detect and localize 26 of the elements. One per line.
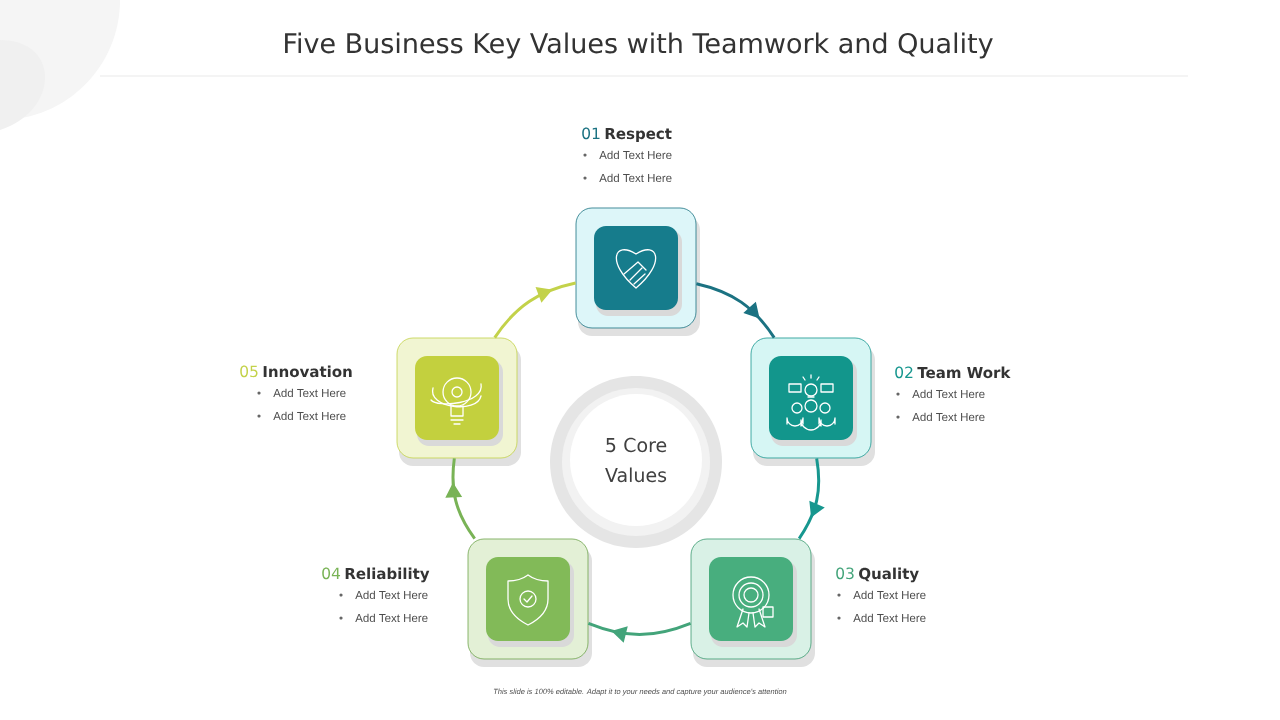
bullet-text: Add Text Here: [355, 590, 428, 600]
bullet-text: Add Text Here: [599, 173, 672, 183]
heading: Quality: [859, 567, 919, 583]
bullet-text: Add Text Here: [912, 389, 985, 399]
bullet-text: Add Text Here: [273, 388, 346, 398]
number-label: 01: [582, 127, 600, 140]
bullet-text: Add Text Here: [912, 412, 985, 422]
title: Five Business Key Values with Teamwork and Quality: [285, 32, 993, 59]
number-label: 02: [895, 366, 913, 379]
arrow: [493, 281, 576, 339]
heading: Innovation: [263, 365, 352, 378]
bullet-text: Add Text Here: [599, 150, 672, 160]
heading: Respect: [605, 128, 672, 143]
arrow: [797, 458, 825, 540]
arrow: [445, 458, 476, 540]
bullet-text: Add Text Here: [853, 590, 926, 600]
number-label: 03: [836, 567, 854, 580]
heading: Reliability: [345, 567, 430, 583]
heading: Team Work: [917, 366, 1011, 379]
bullet-text: Add Text Here: [355, 613, 428, 623]
arrow: [696, 282, 776, 339]
arrow: [587, 621, 692, 643]
bullet-text: Add Text Here: [853, 613, 926, 623]
number-label: 05: [240, 365, 258, 378]
bullet-text: Add Text Here: [273, 411, 346, 421]
number-label: 04: [322, 567, 341, 580]
